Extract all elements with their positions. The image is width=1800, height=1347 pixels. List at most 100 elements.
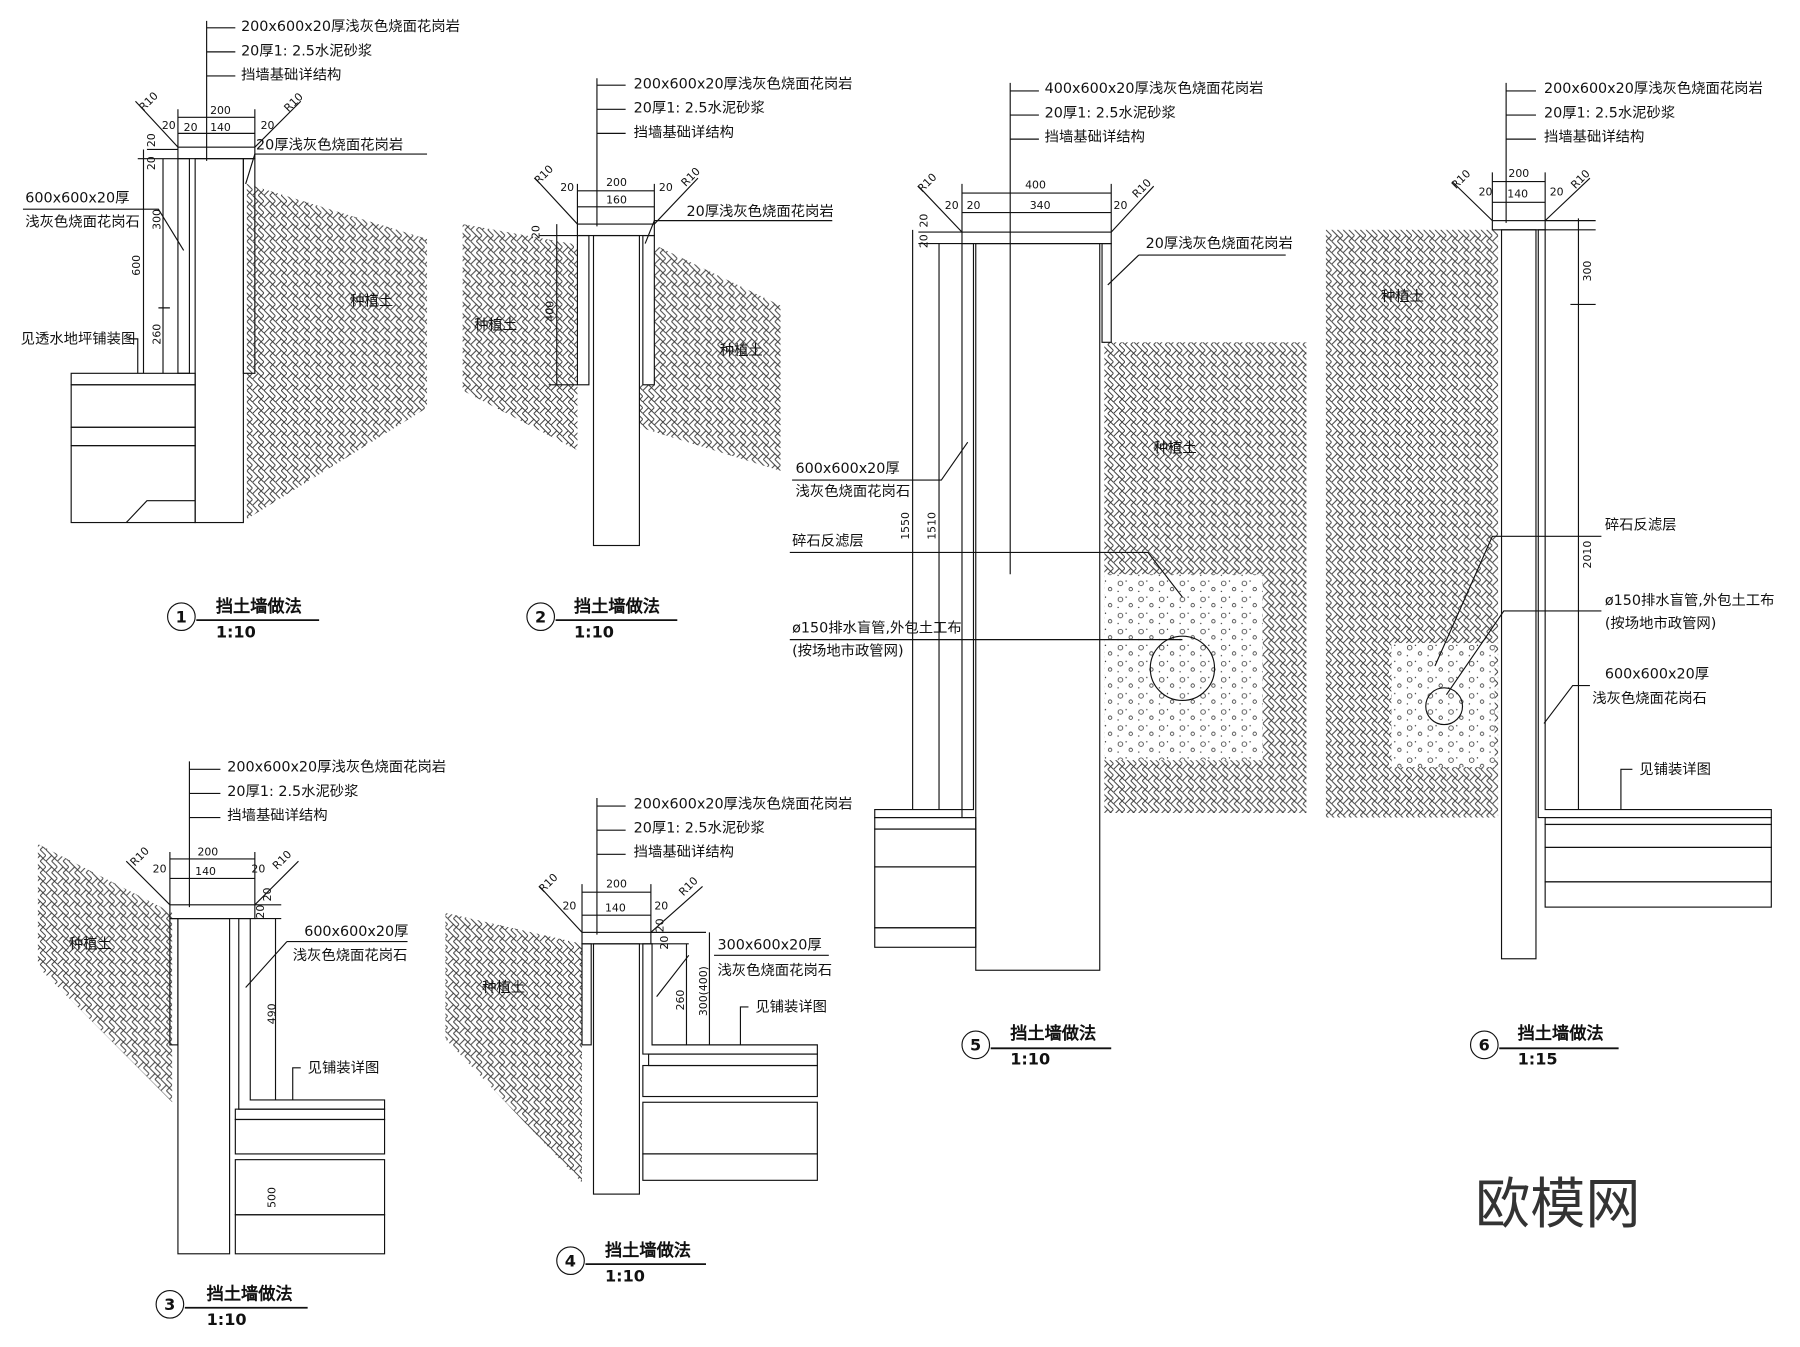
label-common-foundation: 挡墙基础详结构 [634,124,734,141]
label-d1-dims-i: 260 [151,324,164,345]
detail-5: 400x600x20厚浅灰色烧面花岗岩 20厚1: 2.5水泥砂浆 挡墙基础详结… [789,80,1307,1068]
label-common-paver_size: 600x600x20厚 [1605,667,1709,683]
label-d3-dims-e: 20 [261,887,274,901]
drawing-shape [70,372,196,386]
label-common-radius: R10 [679,165,703,189]
detail-title: 挡土墙做法 [216,596,302,617]
label-common-drain_pipe: ø150排水盲管,外包土工布 [1605,592,1775,609]
label-common-soil: 种植土 [1381,288,1424,305]
label-common-granite_20: 20厚浅灰色烧面花岗岩 [1146,235,1293,252]
watermark-logo: 欧模网 [1475,1172,1640,1236]
label-common-granite_20: 20厚浅灰色烧面花岗岩 [256,136,403,153]
drawing-line [125,500,196,523]
label-common-paver_name: 浅灰色烧面花岗石 [25,213,140,230]
label-d5-scale: 1:10 [1010,1049,1050,1068]
drawing-shape [975,243,1101,971]
label-common-soil: 种植土 [1154,440,1197,457]
detail-4: 200x600x20厚浅灰色烧面花岗岩 20厚1: 2.5水泥砂浆 挡墙基础详结… [445,795,853,1285]
drawing-shape [526,602,556,632]
label-common-paver_size: 600x600x20厚 [304,924,408,940]
label-common-radius: R10 [532,163,556,187]
label-d2-dims-c: 160 [606,193,627,206]
label-d1-dims-h: 600 [130,255,143,276]
drawing-shape [169,918,179,1046]
drawing-line [874,243,975,819]
drawing-shape [234,1159,386,1216]
label-common-soil: 种植土 [474,317,517,334]
drawing-line [596,798,626,935]
drawing-line [912,183,1155,810]
drawing-shape [1544,881,1772,908]
detail-1: 200x600x20厚浅灰色烧面花岗岩 20厚1: 2.5水泥砂浆 挡墙基础详结… [21,18,460,641]
label-common-mortar: 20厚1: 2.5水泥砂浆 [634,99,765,117]
label-common-paver_name: 浅灰色烧面花岗石 [293,947,408,964]
drawing-shape [874,927,977,948]
label-d3-scale: 1:10 [207,1310,247,1329]
drawing-shape [1544,846,1772,883]
label-d1-dims-f: 20 [145,156,158,170]
drawing-line [1434,535,1602,667]
drawing-line [245,940,408,988]
label-d2-dims-a: 20 [560,181,574,194]
label-d4-dims-c: 140 [605,902,626,915]
label-d3-num: 3 [164,1295,175,1314]
drawing-line [596,78,626,227]
drawing-shape [1469,1030,1499,1060]
drawing-line [1445,610,1602,696]
drawing-line [1107,254,1286,286]
label-d4-dims-f: 20 [654,918,667,932]
drawing-shape [592,943,640,1195]
label-d1-note: 见透水地坪铺装图 [21,330,136,347]
label-d4-cap: 200x600x20厚浅灰色烧面花岗岩 [634,795,853,812]
label-common-soil: 种植土 [350,293,393,310]
drawing-line [644,220,833,244]
label-d2-dims-d: 20 [659,181,673,194]
detail-scale: 1:10 [216,622,256,641]
label-common-radius: R10 [281,90,305,114]
label-common-granite_20: 20厚浅灰色烧面花岗岩 [686,203,833,220]
label-d2-dims-h: 400 [543,301,556,322]
drawing-shape [1425,687,1464,726]
label-common-radius: R10 [1130,176,1154,200]
drawing-shape [639,244,781,471]
callout-mortar: 20厚1: 2.5水泥砂浆 [241,41,372,59]
drawing-line [125,852,299,1100]
label-d5-dims-f: 20 [918,234,931,248]
label-d6-dims-g: 300 [1581,261,1594,282]
planting-soil [246,183,428,520]
drawing-line [245,153,428,185]
drawing-shape [177,918,231,1255]
label-common-mortar: 20厚1: 2.5水泥砂浆 [1544,103,1675,121]
drawing-shape [70,384,196,428]
drawing-shape [1500,229,1537,960]
label-d6-cap: 200x600x20厚浅灰色烧面花岗岩 [1544,80,1763,97]
label-d6-dims-a: 20 [1479,185,1493,198]
detail-number-circle [167,602,196,632]
label-d6-num: 6 [1479,1036,1490,1055]
drawing-shape [874,816,977,830]
drawing-shape [234,1118,386,1155]
label-d4-dims-w: 200 [606,878,627,891]
label-d1-dims-w: 200 [210,104,231,117]
drawing-shape [1101,243,1112,343]
label-common-mortar: 20厚1: 2.5水泥砂浆 [1045,103,1176,121]
drawing-shape [70,426,196,447]
label-d5-dims-a: 20 [945,199,959,212]
label-common-soil: 种植土 [482,979,525,996]
label-common-mortar: 20厚1: 2.5水泥砂浆 [227,782,358,800]
drawing-line [22,208,185,251]
label-common-foundation: 挡墙基础详结构 [1045,128,1145,145]
label-common-drain_note: (按场地市政管网) [792,643,903,660]
label-common-mortar: 20厚1: 2.5水泥砂浆 [634,818,765,836]
label-d1-dims-b: 20 [184,121,198,134]
callout-cap: 200x600x20厚浅灰色烧面花岗岩 [241,18,460,35]
label-common-gravel_filter: 碎石反滤层 [1605,516,1677,533]
label-common-foundation: 挡墙基础详结构 [1544,128,1644,145]
retaining-wall-body [194,158,244,524]
drawing-shape [1491,220,1546,231]
label-common-gravel_filter: 碎石反滤层 [792,533,864,550]
drawing-line [656,954,829,998]
label-common-paver_name: 浅灰色烧面花岗石 [717,962,832,979]
drawing-line [1620,768,1633,810]
drawing-shape [581,931,652,945]
